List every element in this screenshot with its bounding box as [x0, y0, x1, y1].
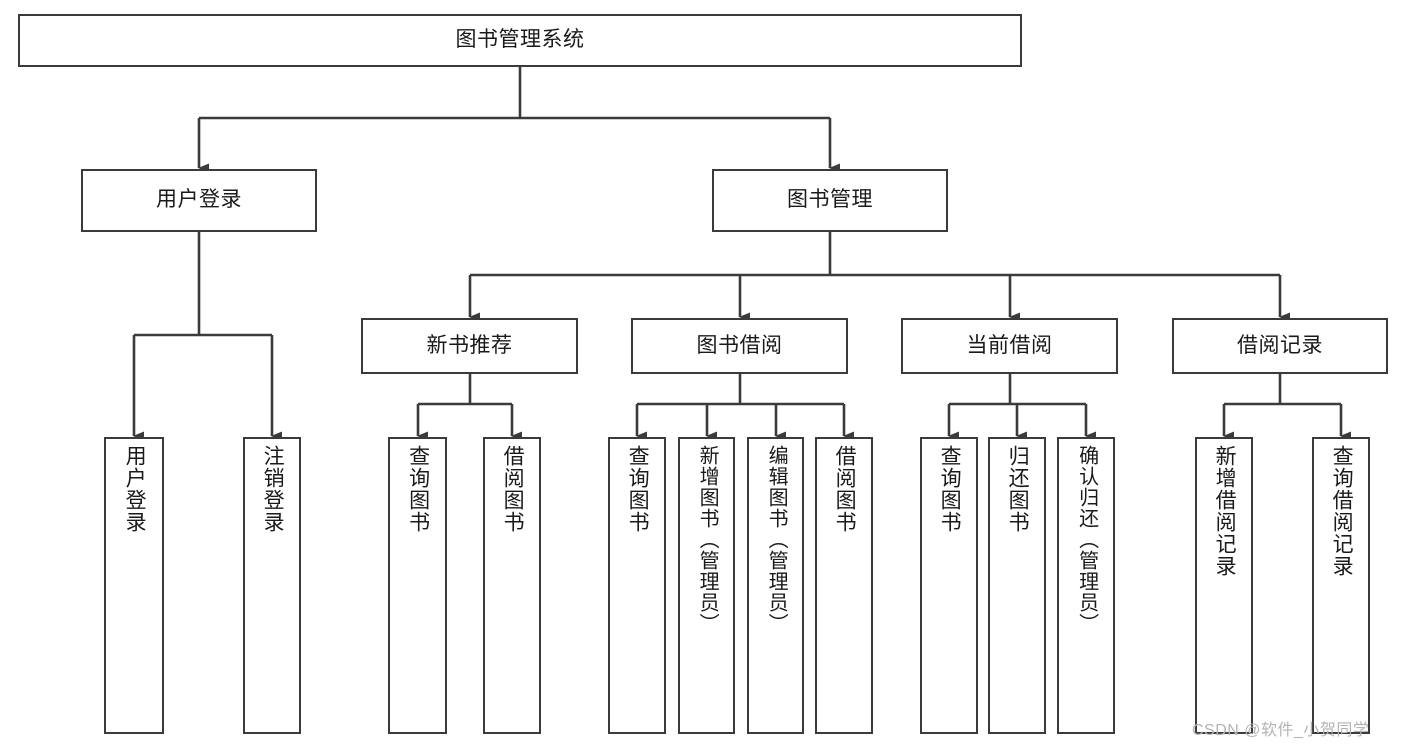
node-label-user-login: 用户登录 [156, 188, 242, 212]
node-label-leaf-user-login: 用户登录 [123, 445, 147, 533]
node-label-book-borrow: 图书借阅 [696, 333, 783, 357]
node-label-book-manage: 图书管理 [787, 188, 873, 212]
node-label-leaf-query-book-2: 查询图书 [626, 445, 650, 533]
node-label-leaf-return-book: 归还图书 [1006, 445, 1030, 533]
node-leaf-user-login[interactable]: 用户登录 [104, 437, 164, 734]
node-leaf-query-book-1[interactable]: 查询图书 [388, 437, 447, 734]
node-leaf-add-record[interactable]: 新增借阅记录 [1195, 437, 1253, 734]
node-leaf-confirm-return[interactable]: 确认归还（管理员） [1057, 437, 1115, 734]
node-label-leaf-borrow-book-1: 借阅图书 [501, 445, 525, 533]
node-label-leaf-query-book-1: 查询图书 [406, 445, 430, 533]
node-label-borrow-record: 借阅记录 [1237, 333, 1323, 357]
node-book-manage[interactable]: 图书管理 [712, 169, 948, 232]
node-label-leaf-query-book-3: 查询图书 [938, 445, 962, 533]
node-leaf-query-record[interactable]: 查询借阅记录 [1312, 437, 1370, 734]
node-new-book-rec[interactable]: 新书推荐 [361, 318, 578, 374]
node-leaf-logout[interactable]: 注销登录 [243, 437, 301, 734]
node-book-borrow[interactable]: 图书借阅 [631, 318, 848, 374]
node-label-new-book-rec: 新书推荐 [426, 333, 513, 357]
node-borrow-record[interactable]: 借阅记录 [1172, 318, 1388, 374]
node-label-leaf-add-record: 新增借阅记录 [1213, 445, 1237, 577]
node-label-leaf-edit-book: 编辑图书（管理员） [765, 445, 788, 634]
node-label-leaf-logout: 注销登录 [261, 445, 285, 533]
node-leaf-query-book-2[interactable]: 查询图书 [608, 437, 666, 734]
node-user-login[interactable]: 用户登录 [81, 169, 317, 232]
node-label-leaf-query-record: 查询借阅记录 [1330, 445, 1354, 577]
watermark: CSDN @软件_小贺同学 [1192, 722, 1370, 739]
node-label-leaf-borrow-book-2: 借阅图书 [833, 445, 857, 533]
node-leaf-add-book[interactable]: 新增图书（管理员） [678, 437, 735, 734]
node-label-current-borrow: 当前借阅 [966, 333, 1053, 357]
node-current-borrow[interactable]: 当前借阅 [901, 318, 1118, 374]
node-root[interactable]: 图书管理系统 [18, 14, 1022, 67]
node-label-leaf-confirm-return: 确认归还（管理员） [1075, 445, 1098, 634]
node-leaf-edit-book[interactable]: 编辑图书（管理员） [747, 437, 804, 734]
node-leaf-borrow-book-1[interactable]: 借阅图书 [483, 437, 541, 734]
node-leaf-borrow-book-2[interactable]: 借阅图书 [815, 437, 873, 734]
node-label-root: 图书管理系统 [455, 28, 585, 52]
node-leaf-return-book[interactable]: 归还图书 [988, 437, 1046, 734]
node-label-leaf-add-book: 新增图书（管理员） [696, 445, 719, 634]
node-leaf-query-book-3[interactable]: 查询图书 [920, 437, 978, 734]
